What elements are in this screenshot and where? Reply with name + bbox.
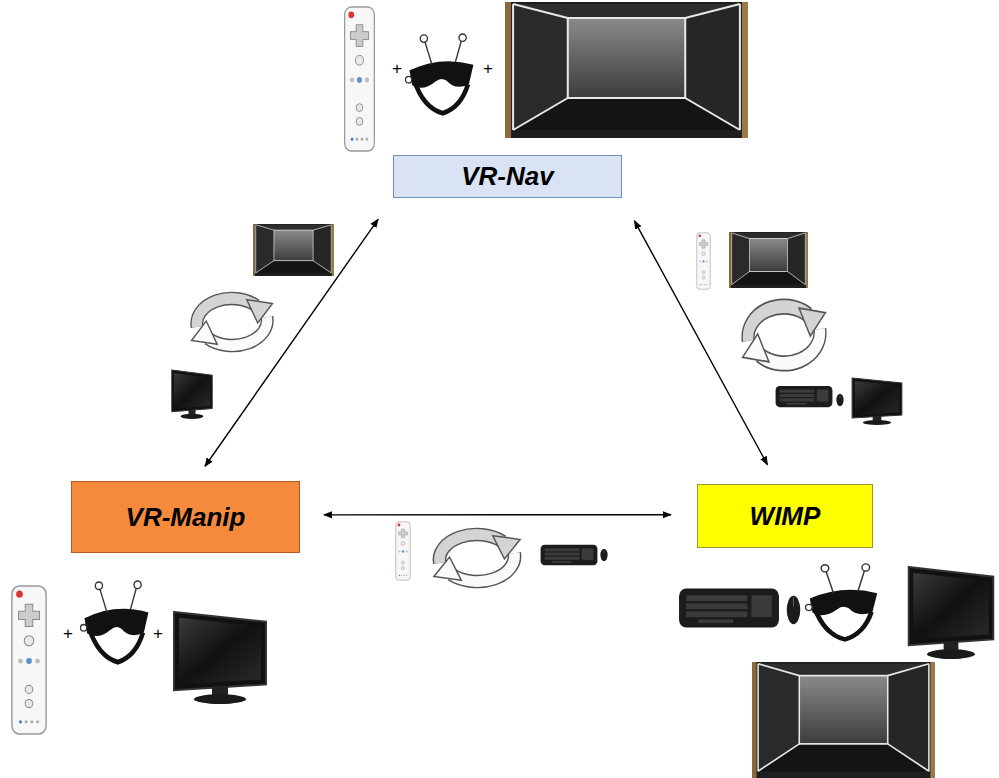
bidirectional-arrow — [634, 221, 767, 465]
node-label: WIMP — [750, 501, 821, 532]
plus-sign: + — [392, 59, 402, 79]
plus-sign: + — [153, 624, 163, 644]
vr-nav-box: VR-Nav — [393, 155, 622, 198]
node-label: VR-Manip — [126, 502, 246, 533]
node-label: VR-Nav — [461, 161, 553, 192]
bidirectional-arrow — [324, 514, 671, 516]
vr-manip-box: VR-Manip — [71, 481, 300, 553]
plus-sign: + — [483, 59, 493, 79]
wimp-box: WIMP — [697, 484, 873, 548]
plus-sign: + — [63, 624, 73, 644]
bidirectional-arrow — [205, 219, 378, 466]
